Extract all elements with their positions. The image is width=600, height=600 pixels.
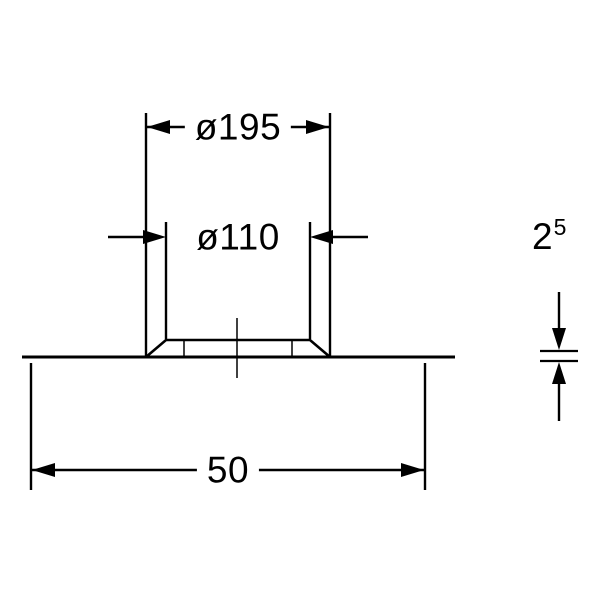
arrowhead-left (143, 230, 166, 244)
inner-diameter-label: ø110 (196, 216, 280, 258)
arrowhead-left (32, 463, 55, 477)
width-label: 50 (196, 451, 260, 489)
thickness-label: 25 (532, 214, 567, 257)
thickness-value: 2 (532, 216, 553, 257)
outer-diameter-label: ø195 (184, 108, 292, 146)
arrowhead-right (401, 463, 424, 477)
thickness-dimension (540, 292, 578, 421)
inner-diameter-dimension (108, 222, 368, 339)
arrowhead-right (310, 230, 333, 244)
part-cross-section (22, 338, 455, 359)
arrowhead-up (552, 362, 566, 384)
thickness-superscript: 5 (553, 214, 567, 240)
arrowhead-right (306, 120, 329, 134)
arrowhead-left (147, 120, 170, 134)
cone-profile (145, 338, 331, 358)
arrowhead-down (552, 328, 566, 350)
